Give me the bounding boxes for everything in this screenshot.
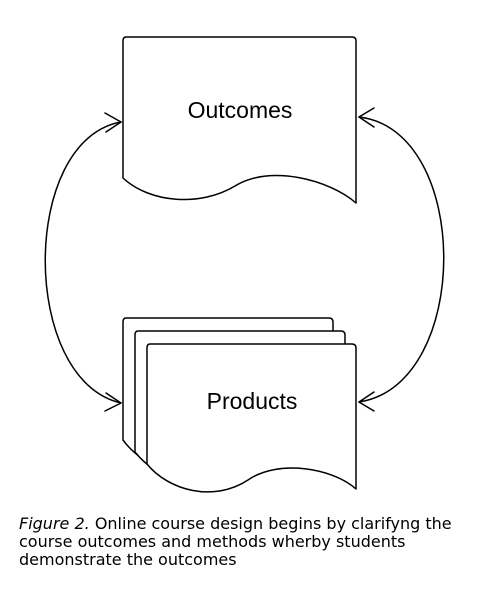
figure-caption-text: Online course design begins by clarifyng… bbox=[19, 514, 452, 569]
products-document-front bbox=[146, 343, 357, 493]
products-node: Products bbox=[122, 317, 357, 493]
figure-caption-label: Figure 2. bbox=[19, 514, 90, 533]
outcomes-node: Outcomes bbox=[122, 36, 357, 204]
left-bidirectional-arrow bbox=[44, 112, 122, 412]
right-bidirectional-arrow bbox=[358, 107, 445, 412]
outcomes-document-shape bbox=[122, 36, 357, 204]
right-arrow-curve bbox=[358, 116, 445, 403]
left-arrow-curve bbox=[44, 121, 122, 404]
figure-caption: Figure 2. Online course design begins by… bbox=[19, 515, 474, 569]
diagram-canvas: Outcomes Products bbox=[44, 36, 445, 493]
right-arrowhead-top bbox=[358, 107, 375, 128]
products-label: Products bbox=[207, 388, 298, 414]
left-arrowhead-top bbox=[104, 112, 122, 133]
right-arrowhead-bottom bbox=[358, 391, 375, 412]
outcomes-label: Outcomes bbox=[188, 97, 293, 123]
left-arrowhead-bottom bbox=[104, 392, 122, 412]
